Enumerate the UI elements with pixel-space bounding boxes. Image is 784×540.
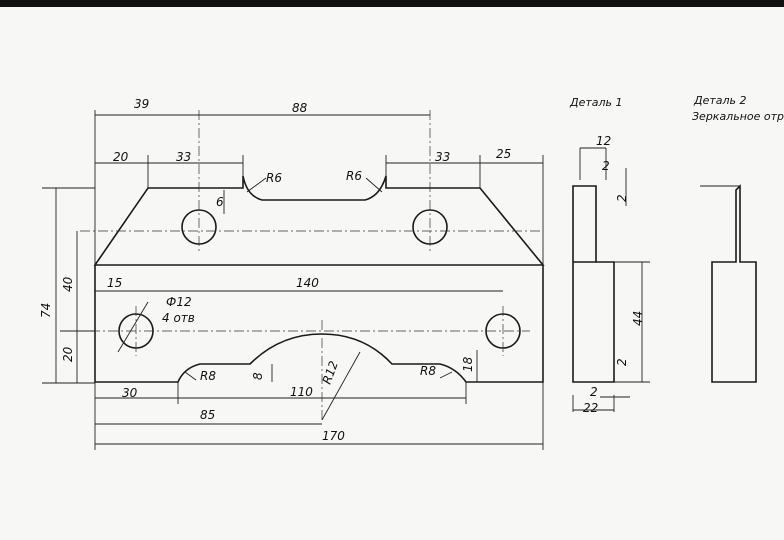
radius-r6-right: R6 (346, 169, 362, 183)
mirror-note: Зеркальное отражение (692, 110, 784, 123)
side-dim-2d: 2 (590, 385, 598, 399)
radius-r6-left: R6 (266, 171, 282, 185)
dimension-labels: 39 88 20 33 33 25 6 R6 R6 74 40 20 15 14… (39, 97, 511, 443)
dim-30: 30 (122, 386, 138, 400)
dim-18: 18 (461, 356, 475, 372)
dim-20-top: 20 (113, 150, 129, 164)
side-dim-22: 22 (583, 401, 598, 415)
dim-33-right: 33 (435, 150, 450, 164)
radius-r12: R12 (320, 359, 341, 386)
dim-25: 25 (496, 147, 511, 161)
dim-6: 6 (216, 195, 224, 209)
side-view-detail1 (572, 147, 650, 412)
hole-count: 4 отв (162, 311, 195, 325)
side-dim-44: 44 (631, 311, 645, 326)
side-view-detail2 (700, 184, 757, 383)
title-detail1: Деталь 1 (569, 96, 623, 109)
main-part-outline (93, 175, 545, 383)
dim-8: 8 (251, 372, 265, 380)
side-dim-12: 12 (596, 134, 611, 148)
hole-diameter: Ф12 (166, 295, 192, 309)
dim-110: 110 (290, 385, 313, 399)
dim-15: 15 (107, 276, 122, 290)
dim-33-left: 33 (176, 150, 191, 164)
side-dim-2a: 2 (602, 159, 610, 173)
center-lines (80, 110, 543, 420)
dim-39: 39 (134, 97, 149, 111)
side-dim-2b: 2 (615, 194, 629, 202)
dimension-lines (42, 110, 544, 450)
side-view-labels: Деталь 1 12 2 2 44 2 2 22 Деталь 2 Зерка… (569, 94, 784, 415)
dim-20-bottom: 20 (61, 346, 75, 362)
sheet-top-border (0, 0, 784, 7)
radius-r8-left: R8 (200, 369, 216, 383)
title-detail2: Деталь 2 (693, 94, 747, 107)
dim-85: 85 (200, 408, 215, 422)
dim-140: 140 (296, 276, 319, 290)
dim-88: 88 (292, 101, 308, 115)
side-dim-2c: 2 (615, 358, 629, 366)
dim-74: 74 (39, 303, 53, 318)
dim-170: 170 (322, 429, 345, 443)
dim-40: 40 (61, 276, 75, 292)
radius-r8-right: R8 (420, 364, 436, 378)
